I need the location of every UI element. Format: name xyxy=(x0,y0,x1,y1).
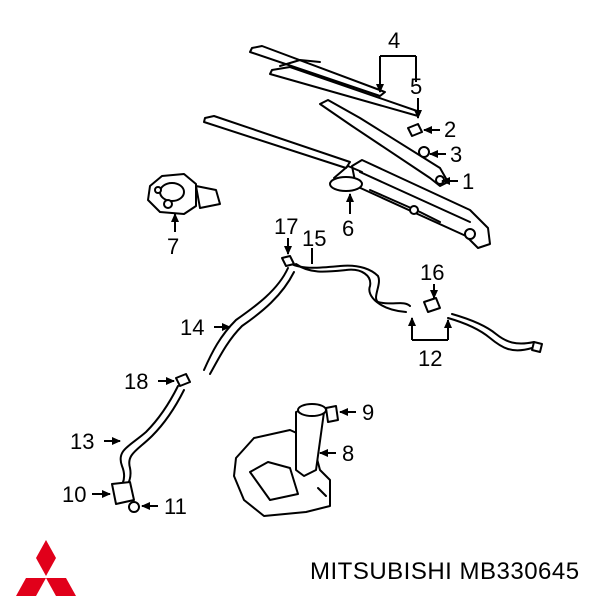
callout-13: 13 xyxy=(70,429,94,454)
callout-4: 4 xyxy=(388,28,400,53)
callout-7: 7 xyxy=(167,234,179,259)
callout-16: 16 xyxy=(420,260,444,285)
part-number: MB330645 xyxy=(459,558,580,585)
wiper-motor xyxy=(147,173,221,215)
nut-and-cap xyxy=(407,123,430,158)
callout-6: 6 xyxy=(342,216,354,241)
callout-11: 11 xyxy=(164,494,187,519)
callout-17: 17 xyxy=(274,214,298,239)
callout-8: 8 xyxy=(342,441,354,466)
callout-14: 14 xyxy=(180,315,204,340)
callout-10: 10 xyxy=(62,482,86,507)
callout-12: 12 xyxy=(418,346,442,371)
callout-2: 2 xyxy=(444,117,456,142)
washer-pump xyxy=(111,481,140,513)
washer-tank xyxy=(233,403,331,517)
callout-15: 15 xyxy=(302,226,326,251)
hose-joints xyxy=(175,255,543,387)
callout-1: 1 xyxy=(462,169,474,194)
brand-and-part-number: MITSUBISHI MB330645 xyxy=(310,558,580,586)
callout-3: 3 xyxy=(450,142,462,167)
leader-lines xyxy=(92,55,458,510)
wiper-arm-front xyxy=(203,99,449,187)
callout-labels: 4 5 2 3 1 6 7 17 15 16 12 14 18 13 10 11… xyxy=(62,28,474,519)
pivot-bracket xyxy=(329,165,363,192)
three-diamonds-logo-icon xyxy=(16,540,76,596)
callout-18: 18 xyxy=(124,369,148,394)
brand-name: MITSUBISHI xyxy=(310,558,453,585)
callout-5: 5 xyxy=(410,74,422,99)
tank-cap xyxy=(325,405,339,423)
callout-9: 9 xyxy=(362,400,374,425)
